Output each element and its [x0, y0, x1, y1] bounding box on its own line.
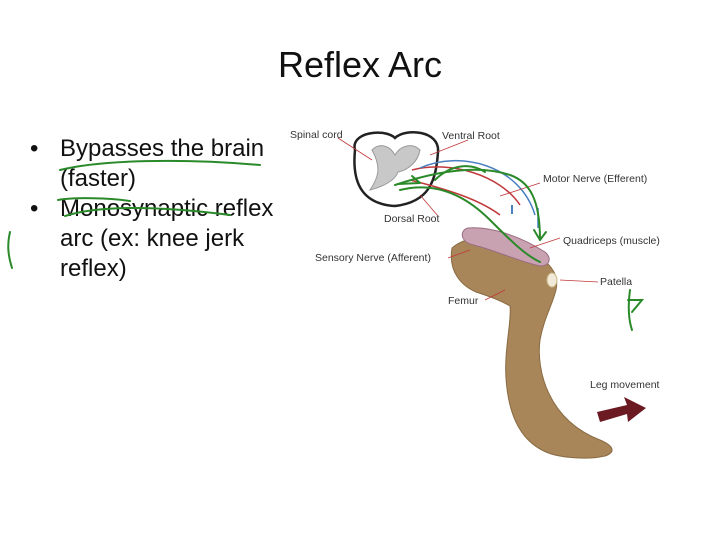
bullet-text: Bypasses the brain (faster): [60, 135, 265, 192]
bullet-item: • Bypasses the brain (faster): [28, 134, 288, 194]
label-patella: Patella: [600, 276, 632, 288]
leg-illustration: [450, 227, 613, 459]
spinal-cord-section: [353, 131, 440, 208]
label-leg-movement: Leg movement: [590, 379, 660, 391]
leg-movement-arrow: [597, 397, 646, 422]
label-quadriceps: Quadriceps (muscle): [563, 235, 660, 247]
bullet-glyph: •: [30, 195, 39, 222]
label-dorsal-root: Dorsal Root: [384, 213, 440, 225]
label-ventral-root: Ventral Root: [442, 130, 500, 142]
label-leader-lines: [337, 137, 599, 301]
label-motor-nerve: Motor Nerve (Efferent): [543, 173, 647, 185]
handwritten-annotations: [7, 159, 645, 331]
label-spinal-cord: Spinal cord: [290, 129, 343, 141]
label-femur: Femur: [448, 295, 479, 307]
bullet-glyph: •: [30, 135, 39, 162]
label-sensory-nerve: Sensory Nerve (Afferent): [315, 252, 431, 264]
page-title: Reflex Arc: [277, 44, 443, 85]
